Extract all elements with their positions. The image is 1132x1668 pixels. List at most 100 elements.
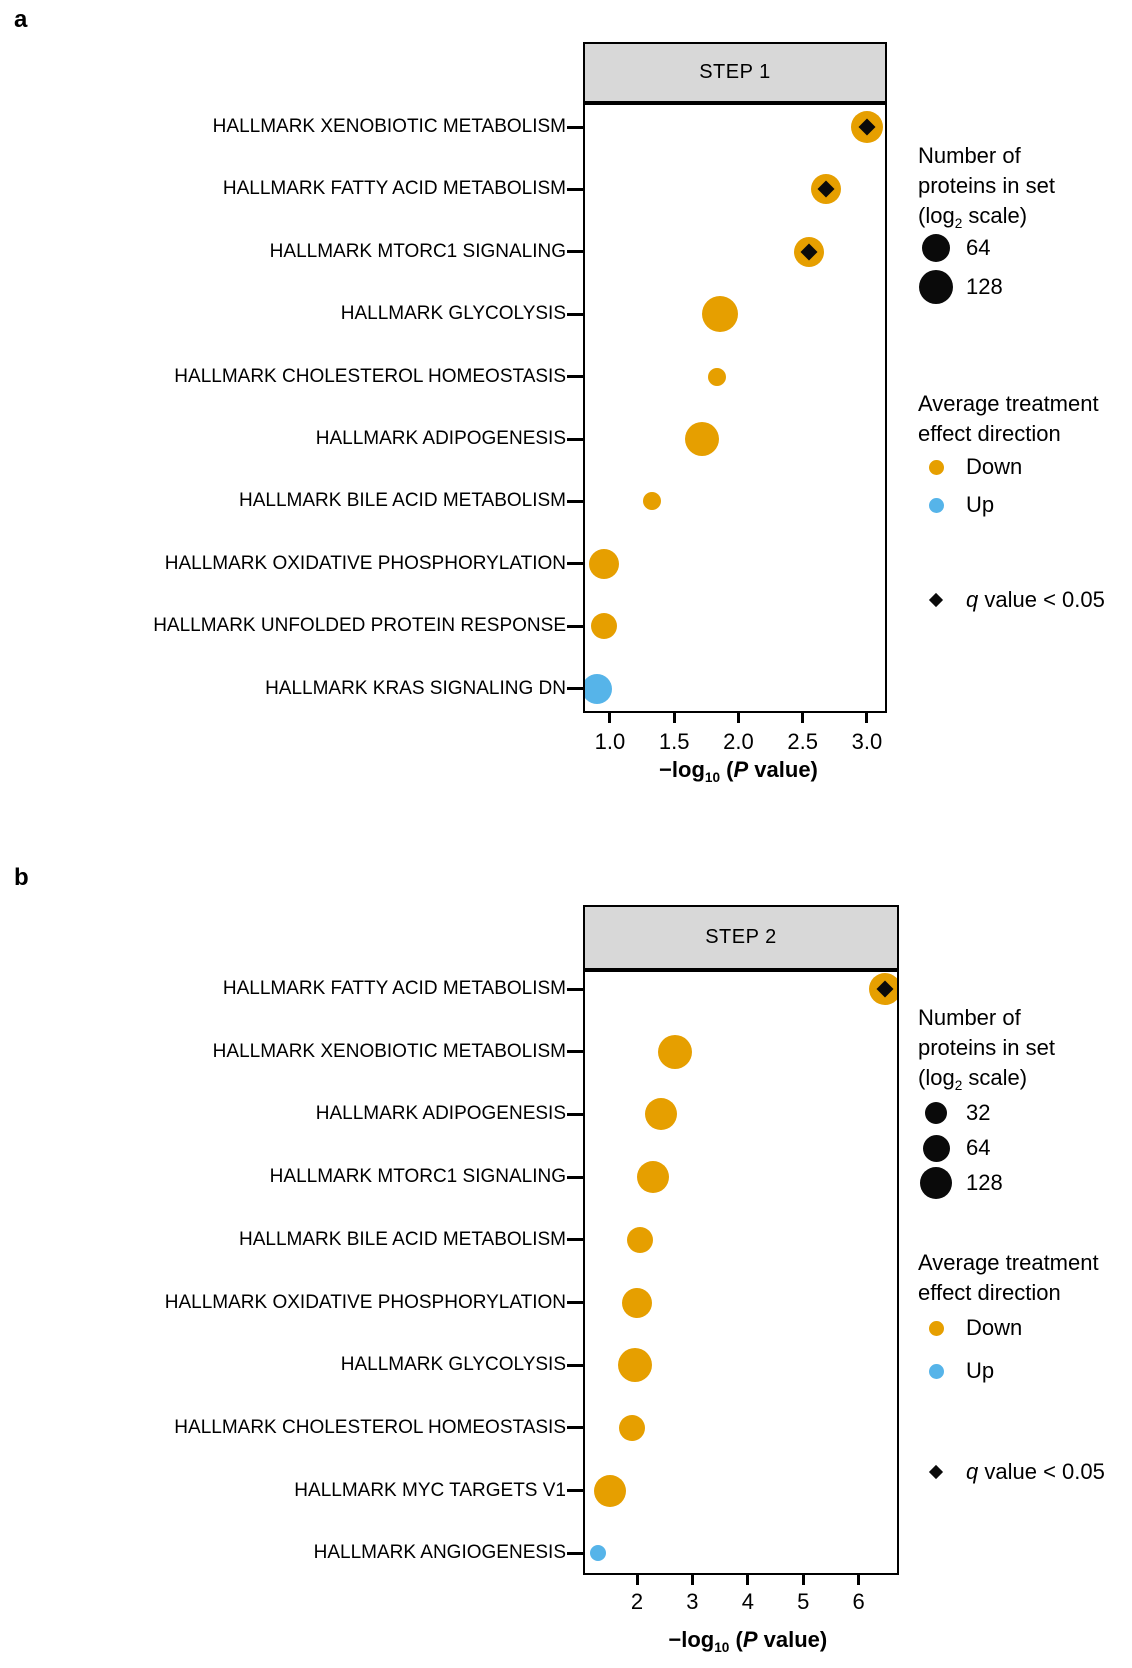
text-part: q	[966, 587, 979, 612]
category-label: HALLMARK OXIDATIVE PHOSPHORYLATION	[164, 1291, 566, 1313]
bubble-down	[627, 1226, 654, 1253]
bubble-down	[593, 1474, 626, 1507]
plot-area	[583, 103, 887, 713]
size-legend-label: 128	[966, 1170, 1003, 1195]
category-label: HALLMARK BILE ACID METABOLISM	[239, 1228, 566, 1250]
category-axis-tick	[567, 125, 583, 129]
category-label: HALLMARK XENOBIOTIC METABOLISM	[212, 116, 566, 137]
panel-strip-title: STEP 2	[705, 926, 777, 948]
text-part: scale)	[962, 1065, 1028, 1090]
direction-legend-dot-up	[928, 1363, 944, 1379]
panel-strip-header: STEP 1	[583, 42, 887, 103]
text-part: Average treatment	[918, 1250, 1099, 1275]
text-part: proteins in set	[918, 1035, 1055, 1060]
text-part: 10	[704, 769, 721, 785]
text-part: P	[733, 757, 749, 782]
direction-legend-title-line: Average treatment	[918, 389, 1099, 419]
size-legend-dot	[922, 234, 950, 262]
text-part: 2	[954, 215, 963, 231]
direction-legend-dot-down	[928, 459, 944, 475]
text-part: q	[966, 1459, 979, 1484]
bubble-down	[590, 613, 617, 640]
x-axis-title: −log10 (P value)	[659, 757, 818, 791]
x-axis-tick	[635, 1575, 639, 1585]
text-part: (log	[918, 203, 955, 228]
direction-legend-label: Down	[966, 1315, 1023, 1340]
bubble-up	[585, 673, 613, 704]
category-axis-tick	[567, 1426, 583, 1430]
size-legend-title-line: proteins in set	[918, 171, 1055, 201]
size-legend-label: 32	[966, 1100, 991, 1125]
category-label: HALLMARK MYC TARGETS V1	[294, 1479, 566, 1501]
category-label: HALLMARK ADIPOGENESIS	[315, 428, 566, 449]
direction-legend-label: Up	[966, 1358, 995, 1383]
q-significant-diamond-icon	[817, 180, 835, 198]
category-axis-tick	[567, 437, 583, 441]
text-part: proteins in set	[918, 173, 1055, 198]
panel-a-letter: a	[14, 6, 28, 33]
category-axis-tick	[567, 1175, 583, 1179]
bubble-down	[707, 367, 726, 386]
panel-strip-header: STEP 2	[583, 905, 899, 970]
category-label: HALLMARK MTORC1 SIGNALING	[269, 240, 566, 262]
panel-b-letter: b	[14, 864, 29, 891]
size-legend-dot	[919, 270, 953, 304]
text-part: −log	[659, 757, 705, 782]
size-legend-title-line: (log2 scale)	[918, 1063, 1055, 1101]
category-axis-tick	[567, 250, 583, 254]
direction-legend-title-line: Average treatment	[918, 1248, 1099, 1278]
x-axis-tick	[801, 713, 805, 723]
size-legend-dot	[922, 1134, 950, 1162]
category-axis-tick	[567, 624, 583, 628]
x-axis-tick-label: 1.5	[658, 729, 690, 754]
size-legend-title-line: Number of	[918, 1003, 1055, 1033]
category-axis-tick	[567, 1363, 583, 1367]
x-axis-tick	[672, 713, 676, 723]
category-label: HALLMARK FATTY ACID METABOLISM	[222, 978, 566, 999]
category-label: HALLMARK GLYCOLYSIS	[340, 1354, 566, 1376]
category-axis-tick	[567, 187, 583, 191]
size-legend-title-line: proteins in set	[918, 1033, 1055, 1063]
bubble-down	[645, 1098, 678, 1131]
direction-legend-dot-down	[928, 1320, 944, 1336]
x-axis-tick	[690, 1575, 694, 1585]
bubble-down	[588, 548, 619, 579]
size-legend-dot	[920, 1167, 952, 1199]
x-axis-title: −log10 (P value)	[668, 1627, 827, 1661]
direction-legend-label: Down	[966, 454, 1023, 479]
size-legend-label: 64	[966, 235, 991, 260]
text-part: Number of	[918, 1005, 1021, 1030]
category-label: HALLMARK MTORC1 SIGNALING	[269, 1166, 566, 1188]
text-part: 2	[954, 1077, 963, 1093]
q-legend-label: q value < 0.05	[966, 588, 1105, 612]
text-part: −log	[668, 1627, 715, 1652]
category-label: HALLMARK OXIDATIVE PHOSPHORYLATION	[164, 552, 566, 574]
category-axis-tick	[567, 1489, 583, 1493]
bubble-down	[685, 422, 720, 456]
bubble-up	[589, 1545, 606, 1562]
q-legend-diamond-icon	[928, 1464, 944, 1480]
text-part: Average treatment	[918, 391, 1099, 416]
direction-legend-dot-up	[928, 497, 944, 513]
text-part: (	[729, 1627, 743, 1652]
x-axis-tick-label: 2.5	[787, 729, 818, 754]
category-axis-tick	[567, 1050, 583, 1054]
x-axis-tick-label: 3.0	[851, 729, 883, 754]
x-axis-tick	[865, 713, 869, 723]
x-axis-tick	[801, 1575, 805, 1585]
text-part: (	[720, 757, 734, 782]
category-axis-tick	[567, 562, 583, 566]
x-axis-tick-label: 3	[686, 1589, 699, 1614]
category-axis-tick	[567, 1301, 583, 1304]
category-axis-tick	[567, 687, 583, 691]
text-part: 10	[714, 1639, 730, 1655]
category-label: HALLMARK ANGIOGENESIS	[313, 1542, 566, 1564]
category-label: HALLMARK BILE ACID METABOLISM	[239, 490, 566, 512]
direction-legend-title-line: effect direction	[918, 419, 1099, 449]
category-label: HALLMARK KRAS SIGNALING DN	[265, 677, 566, 699]
size-legend-title-line: Number of	[918, 141, 1055, 171]
x-axis-tick-label: 1.0	[594, 729, 626, 754]
